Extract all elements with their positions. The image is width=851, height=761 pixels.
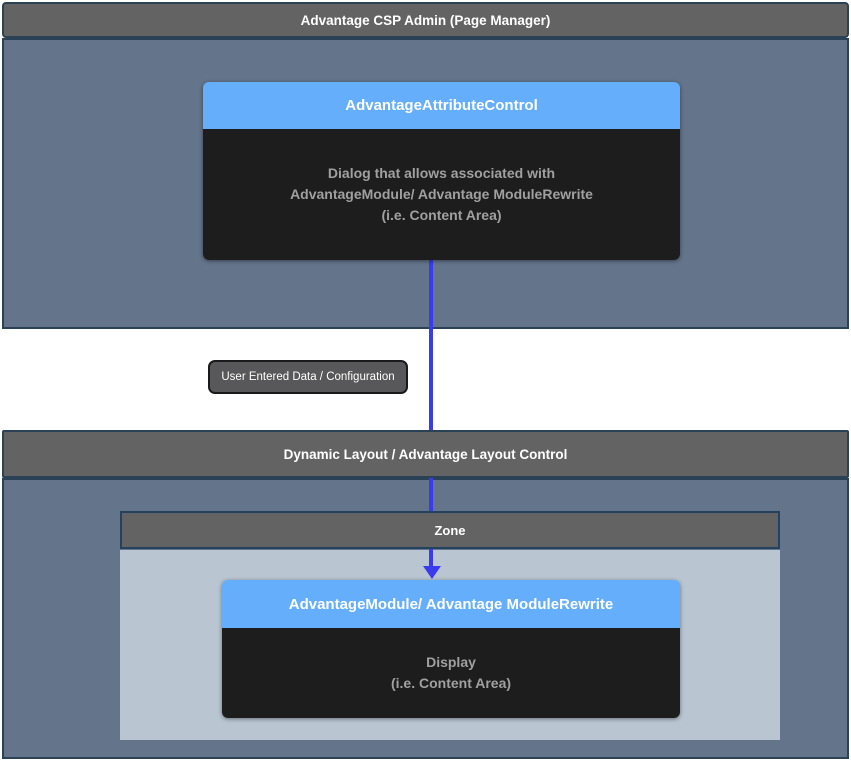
admin-section-header: Advantage CSP Admin (Page Manager) [2, 2, 849, 38]
module-node-body-line: Display [426, 654, 476, 670]
flow-annotation-label: User Entered Data / Configuration [208, 360, 408, 394]
module-node: AdvantageModule/ Advantage ModuleRewrite… [222, 580, 680, 718]
attribute-control-body-line: (i.e. Content Area) [381, 207, 502, 223]
attribute-control-title: AdvantageAttributeControl [203, 82, 680, 129]
attribute-control-body-line: AdvantageModule/ Advantage ModuleRewrite [290, 186, 593, 202]
attribute-control-body-line: Dialog that allows associated with [327, 165, 556, 181]
module-node-body-line: (i.e. Content Area) [390, 675, 512, 691]
module-node-title: AdvantageModule/ Advantage ModuleRewrite [222, 580, 680, 628]
attribute-control-node: AdvantageAttributeControl Dialog that al… [203, 82, 680, 260]
module-node-body: Display (i.e. Content Area) [222, 628, 680, 718]
layout-section-header: Dynamic Layout / Advantage Layout Contro… [2, 430, 849, 478]
zone-header: Zone [120, 511, 780, 549]
flow-connector-line [429, 259, 433, 569]
flow-connector-arrowhead-icon [423, 566, 441, 579]
attribute-control-body: Dialog that allows associated with Advan… [203, 129, 680, 260]
